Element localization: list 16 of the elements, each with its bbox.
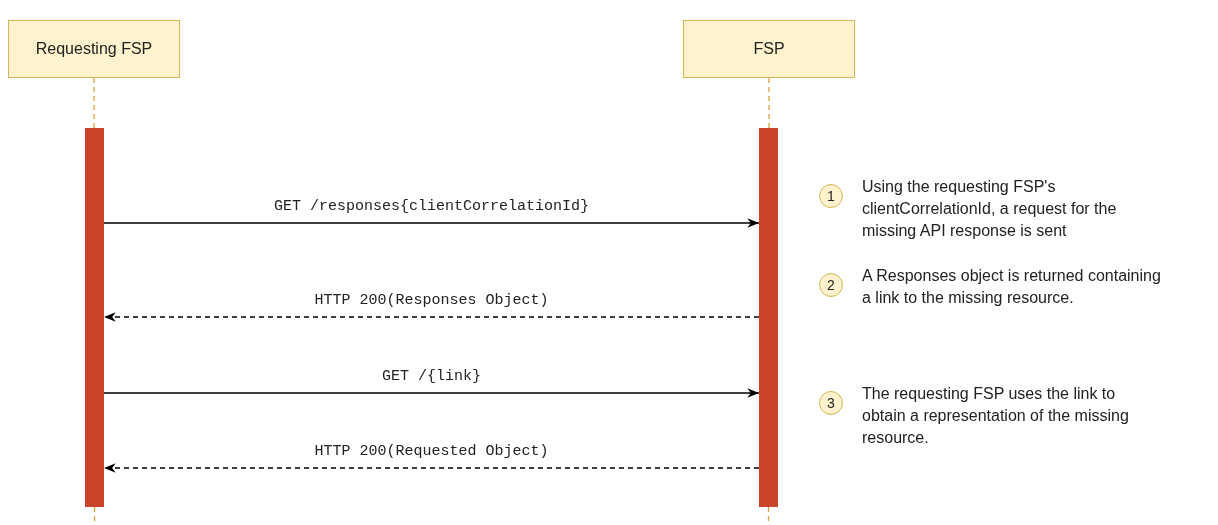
message-arrow [103, 312, 760, 322]
participant-box: FSP [683, 20, 855, 78]
message-arrow [103, 388, 760, 398]
step-number: 3 [819, 391, 843, 415]
activation-bar [85, 128, 104, 507]
activation-bar [759, 128, 778, 507]
message-arrow [103, 218, 760, 228]
message-arrow [103, 463, 760, 473]
step-number: 2 [819, 273, 843, 297]
lifeline [768, 77, 770, 129]
step-note: Using the requesting FSP's clientCorrelationId, a request for the missing API response is sent [862, 177, 1118, 241]
step-note: A Responses object is returned containing a link to the missing resource. [862, 266, 1162, 308]
lifeline [93, 77, 95, 129]
step-note: The requesting FSP uses the link to obtain a representation of the missing resource. [862, 384, 1130, 448]
step-number: 1 [819, 184, 843, 208]
participant-box: Requesting FSP [8, 20, 180, 78]
